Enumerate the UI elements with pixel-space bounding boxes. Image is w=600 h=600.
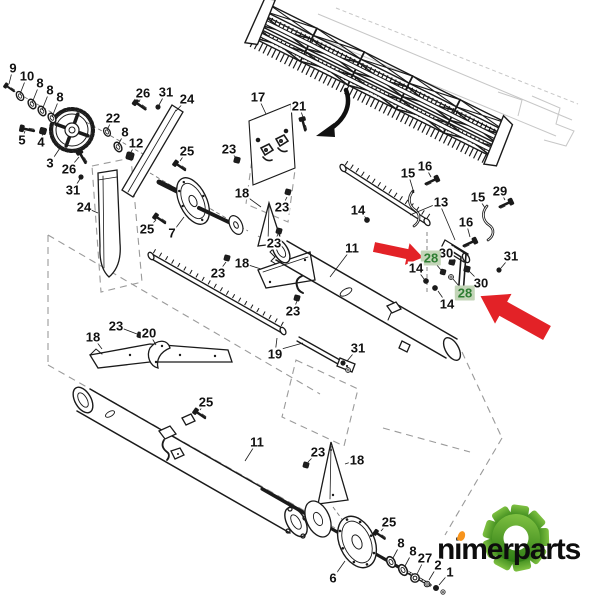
skid-plate [88,343,233,369]
drive-hub [156,177,244,235]
belt-shield [97,169,121,278]
drive-channel [121,104,184,198]
red-arrow-left [372,242,423,265]
curved-arrow-icon [316,87,351,137]
logo-gear-icon [482,504,550,572]
support-bracket-bottom [317,441,349,505]
hanger-strap-right [482,204,495,242]
reel-assembly [243,0,514,167]
crop-tube-lower [72,386,308,539]
detail-box-17 [248,103,296,186]
crop-tube-upper [269,238,462,362]
drive-gear [49,107,95,153]
wear-strap [147,340,171,369]
brand-logo: nimerparts [430,488,598,598]
red-arrow-right [480,293,551,340]
callout-arrows [372,242,551,340]
support-bracket-mid [257,251,316,289]
